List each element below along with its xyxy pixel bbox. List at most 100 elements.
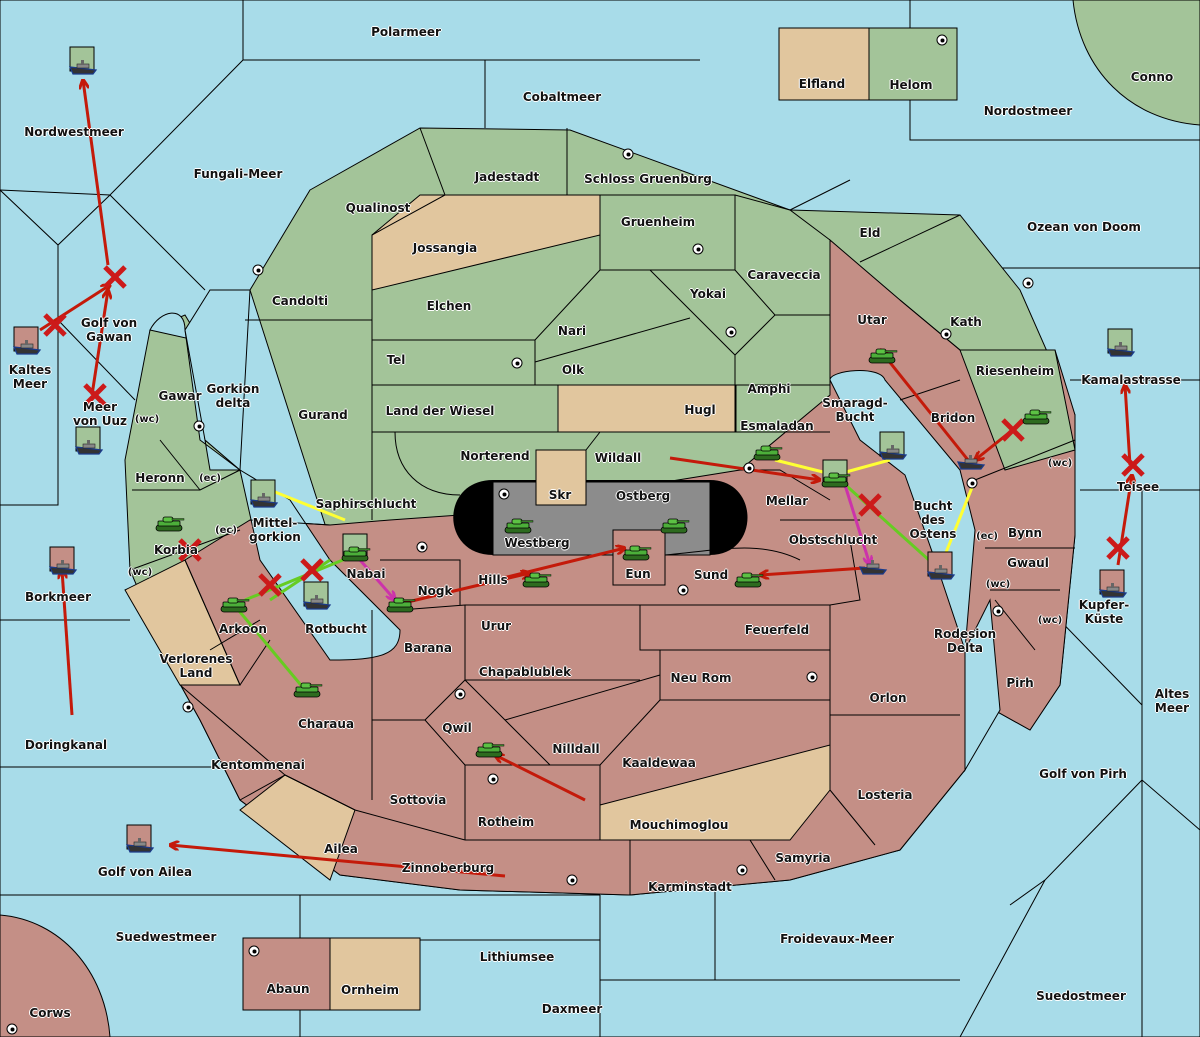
region-label-verlorenes-land[interactable]: Verlorenes Land (159, 652, 233, 680)
fleet-unit[interactable] (250, 479, 278, 508)
sea-label-meer-von-uuz[interactable]: Meer von Uuz (72, 400, 128, 428)
region-label-bynn[interactable]: Bynn (1007, 526, 1043, 540)
coast-label[interactable]: (wc) (1047, 458, 1073, 469)
sea-label-ozean-von-doom[interactable]: Ozean von Doom (1027, 220, 1141, 234)
region-label-elchen[interactable]: Elchen (426, 299, 472, 313)
coast-label[interactable]: (ec) (199, 473, 221, 484)
sea-label-borkmeer[interactable]: Borkmeer (25, 590, 91, 604)
coast-label[interactable]: (wc) (127, 567, 153, 578)
region-label-mouchimoglou[interactable]: Mouchimoglou (629, 818, 729, 832)
region-label-jossangia[interactable]: Jossangia (412, 241, 478, 255)
sea-label-froidevaux-meer[interactable]: Froidevaux-Meer (780, 932, 894, 946)
sea-label-kaltes-meer[interactable]: Kaltes Meer (8, 363, 52, 391)
fleet-unit[interactable] (69, 46, 97, 75)
sea-label-nordostmeer[interactable]: Nordostmeer (983, 104, 1073, 118)
region-label-amphi[interactable]: Amphi (747, 382, 791, 396)
region-label-arkoon[interactable]: Arkoon (219, 622, 267, 636)
region-label-ostberg[interactable]: Ostberg (615, 489, 671, 503)
region-label-obstschlucht[interactable]: Obstschlucht (788, 533, 878, 547)
region-label-nilldall[interactable]: Nilldall (552, 742, 600, 756)
fleet-unit[interactable] (303, 581, 331, 610)
region-label-chapablublek[interactable]: Chapablublek (478, 665, 572, 679)
region-label-hugl[interactable]: Hugl (684, 403, 716, 417)
region-label-charaua[interactable]: Charaua (297, 717, 355, 731)
sea-label-fungali-meer[interactable]: Fungali-Meer (193, 167, 283, 181)
sea-label-doringkanal[interactable]: Doringkanal (24, 738, 108, 752)
region-label-zinnoberburg[interactable]: Zinnoberburg (401, 861, 495, 875)
region-label-nogk[interactable]: Nogk (417, 584, 453, 598)
region-label-utar[interactable]: Utar (857, 313, 887, 327)
region-label-losteria[interactable]: Losteria (857, 788, 913, 802)
sea-label-teisee[interactable]: Teisee (1116, 480, 1160, 494)
region-label-orlon[interactable]: Orlon (869, 691, 907, 705)
region-label-nabai[interactable]: Nabai (346, 567, 386, 581)
region-label-tel[interactable]: Tel (386, 353, 406, 367)
sea-label-mittel-gorkion[interactable]: Mittel- gorkion (249, 516, 301, 544)
fleet-unit[interactable] (1107, 328, 1135, 357)
region-ornheim[interactable] (329, 937, 421, 1011)
sea-label-golf-von-gawan[interactable]: Golf von Gawan (80, 316, 138, 344)
sea-label-altes-meer[interactable]: Altes Meer (1154, 687, 1190, 715)
sea-label-nordwestmeer[interactable]: Nordwestmeer (24, 125, 124, 139)
region-label-westberg[interactable]: Westberg (504, 536, 570, 550)
region-label-olk[interactable]: Olk (561, 363, 585, 377)
region-label-eun[interactable]: Eun (625, 567, 651, 581)
region-label-jadestadt[interactable]: Jadestadt (474, 170, 540, 184)
region-label-nari[interactable]: Nari (557, 324, 587, 338)
region-label-conno[interactable]: Conno (1130, 70, 1174, 84)
sea-label-daxmeer[interactable]: Daxmeer (541, 1002, 603, 1016)
region-label-gruenheim[interactable]: Gruenheim (620, 215, 696, 229)
region-label-gawar[interactable]: Gawar (158, 389, 202, 403)
coast-label[interactable]: (ec) (215, 525, 237, 536)
region-skr[interactable] (535, 449, 587, 506)
sea-label-smaragd-bucht[interactable]: Smaragd- Bucht (822, 396, 888, 424)
region-label-rotheim[interactable]: Rotheim (477, 815, 535, 829)
sea-label-cobaltmeer[interactable]: Cobaltmeer (522, 90, 602, 104)
region-label-karminstadt[interactable]: Karminstadt (648, 880, 732, 894)
coast-label[interactable]: (ec) (976, 531, 998, 542)
region-label-sottovia[interactable]: Sottovia (389, 793, 447, 807)
region-hugl[interactable] (557, 384, 737, 433)
coast-label[interactable]: (wc) (1037, 615, 1063, 626)
region-label-norterend[interactable]: Norterend (460, 449, 530, 463)
region-label-eld[interactable]: Eld (859, 226, 881, 240)
region-label-ornheim[interactable]: Ornheim (341, 983, 399, 997)
region-label-gwaul[interactable]: Gwaul (1007, 556, 1049, 570)
region-label-qualinost[interactable]: Qualinost (345, 201, 411, 215)
sea-label-suedostmeer[interactable]: Suedostmeer (1036, 989, 1126, 1003)
region-label-abaun[interactable]: Abaun (266, 982, 310, 996)
region-label-heronn[interactable]: Heronn (135, 471, 185, 485)
sea-label-suedwestmeer[interactable]: Suedwestmeer (115, 930, 217, 944)
region-label-sund[interactable]: Sund (693, 568, 729, 582)
region-label-kentommenai[interactable]: Kentommenai (211, 758, 305, 772)
region-label-barana[interactable]: Barana (404, 641, 452, 655)
coast-label[interactable]: (wc) (985, 579, 1011, 590)
region-label-qwil[interactable]: Qwil (442, 721, 472, 735)
region-label-kaaldewaa[interactable]: Kaaldewaa (622, 756, 696, 770)
region-label-caraveccia[interactable]: Caraveccia (747, 268, 821, 282)
sea-label-kamalastrasse[interactable]: Kamalastrasse (1081, 373, 1181, 387)
region-label-corws[interactable]: Corws (29, 1006, 71, 1020)
region-label-mellar[interactable]: Mellar (765, 494, 809, 508)
coast-label[interactable]: (ec) (215, 525, 237, 536)
sea-label-gorkion-delta[interactable]: Gorkion delta (206, 382, 260, 410)
fleet-unit[interactable] (1099, 569, 1127, 598)
region-label-hills[interactable]: Hills (478, 573, 508, 587)
region-label-wildall[interactable]: Wildall (594, 451, 642, 465)
region-label-korbia[interactable]: Korbia (153, 543, 199, 557)
sea-label-lithiumsee[interactable]: Lithiumsee (479, 950, 555, 964)
coast-label[interactable]: (wc) (134, 414, 160, 425)
fleet-unit[interactable] (126, 824, 154, 853)
region-label-ailea[interactable]: Ailea (324, 842, 358, 856)
region-label-pirh[interactable]: Pirh (1006, 676, 1034, 690)
region-riesenheim[interactable] (959, 349, 1076, 471)
region-label-gurand[interactable]: Gurand (298, 408, 348, 422)
region-label-bridon[interactable]: Bridon (930, 411, 976, 425)
region-label-riesenheim[interactable]: Riesenheim (975, 364, 1055, 378)
sea-label-kupfer-küste[interactable]: Kupfer- Küste (1078, 598, 1130, 626)
region-label-helom[interactable]: Helom (889, 78, 933, 92)
sea-label-rotbucht[interactable]: Rotbucht (305, 622, 367, 636)
region-label-land-der-wiesel[interactable]: Land der Wiesel (385, 404, 495, 418)
region-label-elfland[interactable]: Elfland (798, 77, 846, 91)
region-label-schloss-gruenburg[interactable]: Schloss Gruenburg (584, 172, 712, 186)
